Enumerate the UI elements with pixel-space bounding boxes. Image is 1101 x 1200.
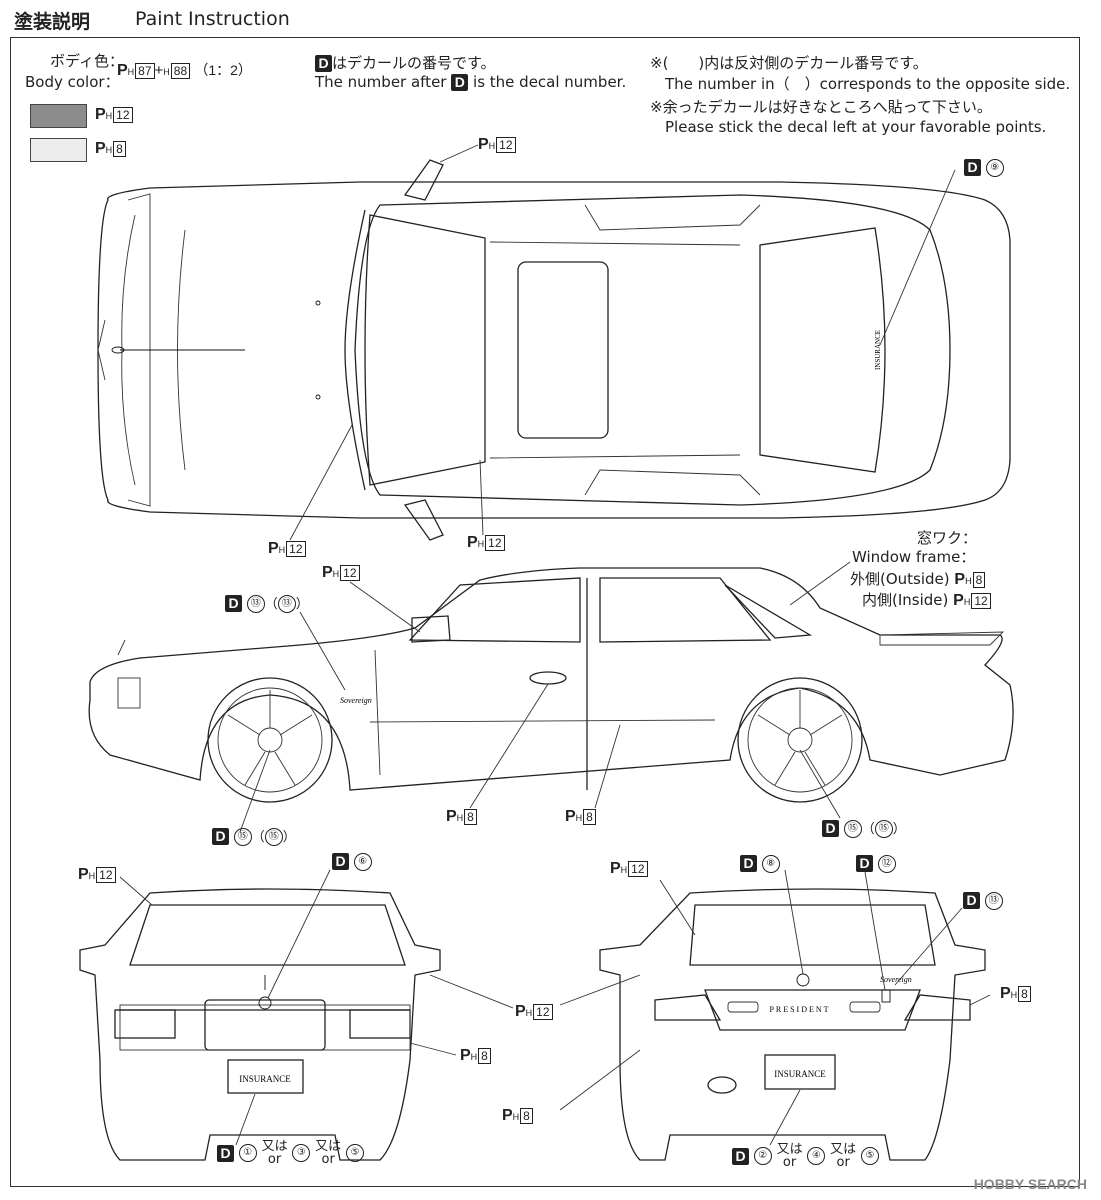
callout-side-wheel-rear: D ⑮（⑮）: [822, 818, 906, 838]
callout-side-wheel-front: D ⑮（⑮）: [212, 826, 296, 846]
top-view: INSURANCE: [97, 144, 1011, 541]
rear-script-emblem: Sovereign: [880, 975, 912, 984]
body-color-label-en: Body color：: [25, 73, 120, 91]
callout-rear-decal-b: D ⑫: [856, 854, 896, 873]
top-insurance-plate: INSURANCE: [874, 330, 882, 370]
callout-front-decal: D ⑥: [332, 852, 372, 871]
rear-insurance-plate: INSURANCE: [774, 1069, 826, 1079]
leftover-note-jp: ※余ったデカールは好きなところへ貼って下さい。: [650, 98, 992, 116]
watermark-logo: HOBBY SEARCH: [973, 1176, 1087, 1192]
body-color-label-jp: ボディ色：: [50, 52, 124, 70]
side-script-emblem: Sovereign: [340, 696, 372, 705]
page-title-jp: 塗装説明: [14, 11, 91, 33]
opposite-note-jp: ※( )内は反対側のデカール番号です。: [650, 54, 928, 72]
decal-note-en: The number after D is the decal number.: [315, 73, 627, 91]
opposite-note-en: The number in（ ）corresponds to the oppos…: [665, 75, 1071, 93]
swatch-dark-gray: [30, 104, 87, 128]
window-frame-label-en: Window frame：: [852, 548, 976, 566]
callout-top-decal: D ⑨: [964, 158, 1004, 177]
callout-rear-decal-c: D ⑬: [963, 891, 1003, 910]
rear-view: PRESIDENT Sovereign INSURANCE: [559, 869, 991, 1161]
window-frame-label-jp: 窓ワク：: [917, 529, 978, 547]
instruction-frame: [10, 37, 1080, 1187]
callout-rear-decal-a: D ⑧: [740, 854, 780, 873]
callout-side-decal: D ⑬（⑬）: [225, 593, 309, 613]
swatch-light-gray: [30, 138, 87, 162]
leftover-note-en: Please stick the decal left at your favo…: [665, 118, 1047, 136]
front-insurance-plate: INSURANCE: [239, 1074, 291, 1084]
rear-president-emblem: PRESIDENT: [769, 1005, 830, 1014]
front-view: INSURANCE: [79, 869, 514, 1161]
page-title-en: Paint Instruction: [135, 8, 290, 30]
side-view: Sovereign: [88, 561, 1014, 833]
